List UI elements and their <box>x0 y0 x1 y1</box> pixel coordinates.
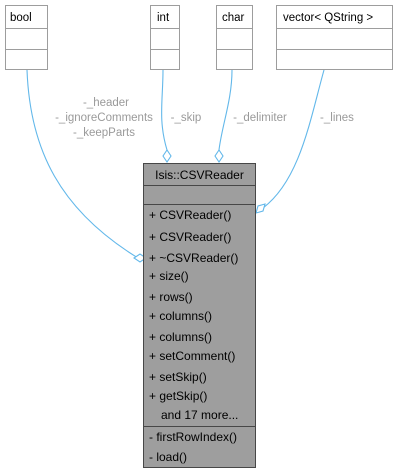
edge-label-ignore-comments: -_ignoreComments <box>55 112 153 124</box>
member-csvreader-ctor-2: + CSVReader() <box>149 230 231 244</box>
class-box-csvreader: Isis::CSVReader + CSVReader() + CSVReade… <box>143 163 256 468</box>
edge-label-lines: -_lines <box>320 112 354 124</box>
class-title-bool: bool <box>10 12 32 24</box>
aggregation-diamond-char <box>214 149 224 163</box>
edge-int <box>161 69 172 163</box>
member-set-skip: + setSkip() <box>149 370 207 384</box>
edge-label-skip: -_skip <box>171 112 202 124</box>
aggregation-diamond-int <box>162 149 172 163</box>
member-first-row-index: - firstRowIndex() <box>149 430 237 444</box>
class-title-vector: vector< QString > <box>283 12 373 24</box>
member-rows: + rows() <box>149 290 193 304</box>
aggregation-diamond-vector <box>255 203 266 214</box>
edge-label-keep-parts: -_keepParts <box>73 127 135 139</box>
class-box-char: char <box>216 5 253 70</box>
class-title-csvreader: Isis::CSVReader <box>155 168 244 182</box>
member-size: + size() <box>149 269 189 283</box>
class-title-int: int <box>157 12 170 24</box>
class-box-vector: vector< QString > <box>276 5 393 70</box>
member-set-comment: + setComment() <box>149 349 235 363</box>
member-columns-1: + columns() <box>149 309 212 323</box>
member-load: - load() <box>149 450 187 464</box>
edge-label-delimiter: -_delimiter <box>233 112 287 124</box>
class-title-char: char <box>222 12 245 24</box>
edge-char <box>214 69 233 163</box>
member-get-skip: + getSkip() <box>149 389 207 403</box>
member-columns-2: + columns() <box>149 330 212 344</box>
edge-label-header: -_header <box>83 97 129 109</box>
member-csvreader-dtor: + ~CSVReader() <box>149 251 238 265</box>
edge-vector <box>255 69 325 214</box>
class-box-int: int <box>150 5 180 70</box>
class-box-bool: bool <box>5 5 48 70</box>
member-more: and 17 more... <box>161 408 238 422</box>
member-csvreader-ctor-1: + CSVReader() <box>149 208 231 222</box>
